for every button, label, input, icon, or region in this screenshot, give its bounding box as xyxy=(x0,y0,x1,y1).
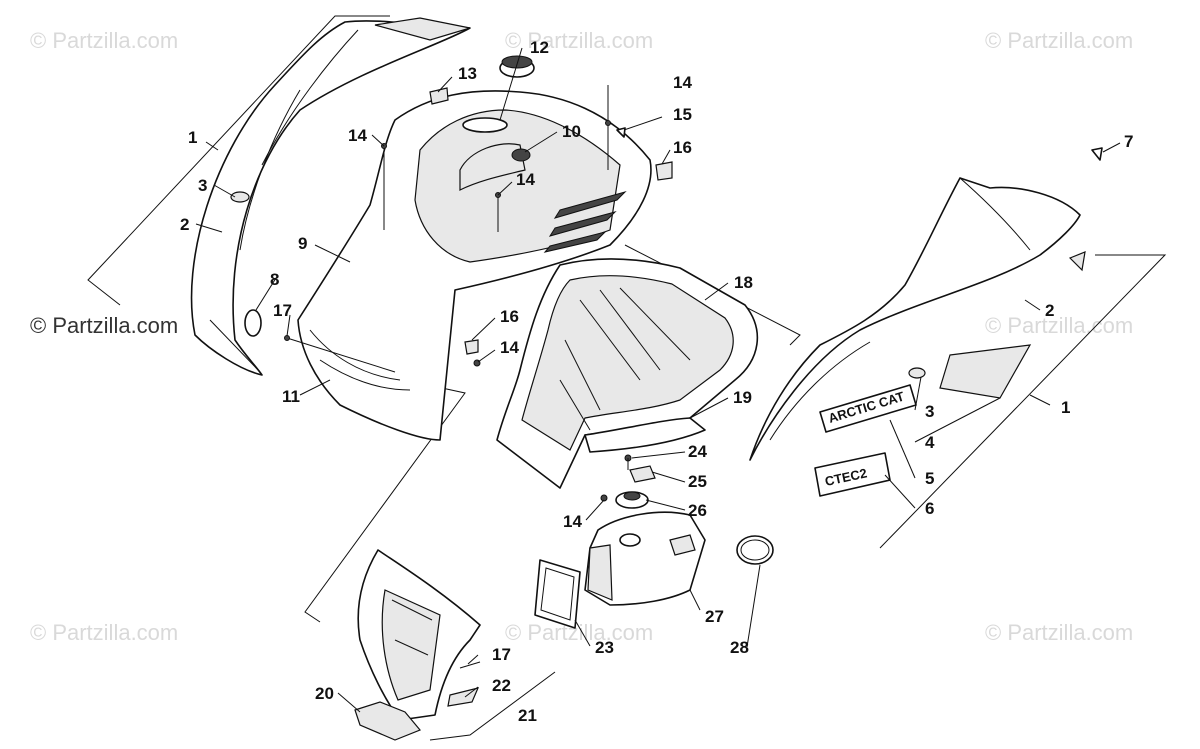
callout-15: 15 xyxy=(673,105,692,124)
duct-seal xyxy=(534,559,581,629)
panel-bumper xyxy=(230,191,250,203)
callout-26: 26 xyxy=(688,501,707,520)
clip-16-top xyxy=(655,161,673,181)
group-bracket-left-panel xyxy=(87,15,390,306)
left-grommet xyxy=(244,309,262,337)
callout-12: 12 xyxy=(530,38,549,57)
callout-2-right: 2 xyxy=(1045,301,1054,320)
fuel-cap xyxy=(499,55,535,78)
callout-19: 19 xyxy=(733,388,752,407)
decal-model: CTEC2 xyxy=(814,452,891,497)
callout-14-hood-right: 14 xyxy=(673,73,692,92)
callout-14-hood-center: 14 xyxy=(516,170,535,189)
callout-5: 5 xyxy=(925,469,934,488)
callout-1-left: 1 xyxy=(188,128,197,147)
valve-assembly xyxy=(615,458,656,509)
watermark-mid-right: © Partzilla.com xyxy=(985,313,1133,338)
callout-21: 21 xyxy=(518,706,537,725)
watermark-bottom-center: © Partzilla.com xyxy=(505,620,653,645)
callout-13: 13 xyxy=(458,64,477,83)
callout-4: 4 xyxy=(925,433,935,452)
storage-tub xyxy=(496,258,759,489)
screws xyxy=(381,120,632,502)
lower-bezel xyxy=(357,549,481,721)
callout-20: 20 xyxy=(315,684,334,703)
decal-brand: ARCTIC CAT xyxy=(819,384,917,433)
hood-port xyxy=(462,117,508,133)
watermark-top-left: © Partzilla.com xyxy=(30,28,178,53)
clip-16-mid xyxy=(464,339,479,355)
callout-9: 9 xyxy=(298,234,307,253)
callout-16-mid: 16 xyxy=(500,307,519,326)
air-duct xyxy=(584,511,706,606)
callout-3-left: 3 xyxy=(198,176,207,195)
callout-25: 25 xyxy=(688,472,707,491)
callout-11: 11 xyxy=(282,387,300,406)
group-bracket-right-panel xyxy=(879,254,1167,549)
clip-15 xyxy=(616,127,626,138)
callout-14-hood-left: 14 xyxy=(348,126,367,145)
callout-18: 18 xyxy=(734,273,753,292)
bumper-13 xyxy=(429,87,449,105)
callout-22: 22 xyxy=(492,676,511,695)
callout-7: 7 xyxy=(1124,132,1133,151)
group-bracket-bottom xyxy=(429,671,556,741)
callout-17-upper: 17 xyxy=(273,301,292,320)
callout-2-left: 2 xyxy=(180,215,189,234)
rod-17 xyxy=(286,337,396,373)
watermark-bottom-left: © Partzilla.com xyxy=(30,620,178,645)
callout-14-mid: 14 xyxy=(500,338,519,357)
callout-8: 8 xyxy=(270,270,279,289)
right-side-panel xyxy=(749,147,1103,461)
left-side-panel xyxy=(190,17,471,376)
pin-17-lower xyxy=(459,661,481,669)
callout-6: 6 xyxy=(925,499,934,518)
watermark-bottom-right: © Partzilla.com xyxy=(985,620,1133,645)
leader-lines xyxy=(195,47,1121,713)
hood xyxy=(297,90,652,441)
callout-27: 27 xyxy=(705,607,724,626)
callout-16-upper: 16 xyxy=(673,138,692,157)
bracket-20 xyxy=(354,701,421,741)
hose-clamp xyxy=(736,535,774,565)
callout-23: 23 xyxy=(595,638,614,657)
callouts: 1 2 3 8 17 11 9 14 13 12 10 14 14 15 16 … xyxy=(180,38,1133,725)
callout-3-right: 3 xyxy=(925,402,934,421)
watermark-mid-left: © Partzilla.com xyxy=(30,313,178,338)
callout-14-lower: 14 xyxy=(563,512,582,531)
callout-24: 24 xyxy=(688,442,707,461)
watermark-top-center: © Partzilla.com xyxy=(505,28,653,53)
watermark-top-right: © Partzilla.com xyxy=(985,28,1133,53)
callout-28: 28 xyxy=(730,638,749,657)
callout-17-lower: 17 xyxy=(492,645,511,664)
callout-1-right: 1 xyxy=(1061,398,1070,417)
callout-10: 10 xyxy=(562,122,581,141)
